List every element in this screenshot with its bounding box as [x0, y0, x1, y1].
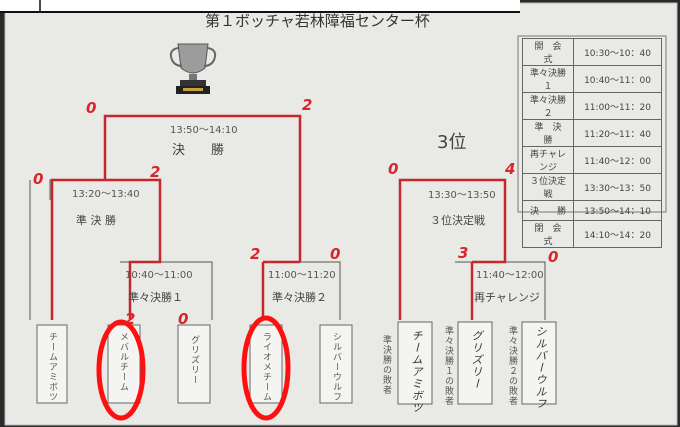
hand-team-silver-wolf: シルバーウルフ	[534, 326, 547, 410]
qf1-label: 準々決勝１	[128, 291, 183, 304]
semi-score-left: 0	[33, 170, 44, 188]
header-strip	[0, 0, 520, 12]
qf2-score-left: 2	[250, 245, 261, 263]
final-score-right: 2	[302, 96, 313, 114]
team-boxes	[36, 321, 557, 405]
challenge-time: 11:40～12:00	[476, 270, 544, 281]
hand-team-ami-botsu: チームアミボツ	[410, 330, 423, 414]
schedule-event: 再チャレンジ	[522, 146, 574, 174]
slot-qf1-loser: 準々決勝１の敗者	[443, 326, 453, 406]
challenge-label: 再チャレンジ	[474, 291, 540, 304]
highlight-mebaru	[96, 319, 146, 421]
schedule-event: 準 決 勝	[522, 119, 574, 147]
team-grizzly: グリズリー	[189, 335, 199, 385]
winner-paths	[50, 114, 507, 320]
qf1-score-right: 0	[178, 310, 189, 328]
schedule-event: 準々決勝１	[522, 65, 574, 93]
tournament-title: 第１ボッチャ若林障福センター杯	[205, 12, 430, 30]
qf1-score-left: 2	[125, 310, 136, 328]
slot-semi-loser: 準決勝の敗者	[381, 335, 391, 395]
schedule-time: 11:40～12：00	[573, 146, 662, 174]
challenge-score-left: 3	[458, 244, 469, 262]
third-score-left: 0	[388, 160, 399, 178]
challenge-score-right: 0	[548, 248, 559, 266]
schedule-time: 11:20～11：40	[573, 119, 662, 147]
schedule-time: 10:40～11：00	[573, 65, 662, 93]
qf2-time: 11:00～11:20	[268, 270, 336, 281]
schedule-time: 13:30～13：50	[573, 173, 662, 201]
trophy-icon	[169, 43, 217, 94]
schedule-time: 10:30～10：40	[573, 38, 662, 66]
schedule-time: 13:50～14：10	[573, 200, 662, 221]
semi-label: 準 決 勝	[76, 214, 116, 227]
semi-score-right: 2	[150, 163, 161, 181]
final-score-left: 0	[86, 99, 97, 117]
schedule-event: 決 勝	[522, 200, 574, 221]
qf2-score-right: 0	[330, 245, 341, 263]
final-label: 決 勝	[172, 143, 225, 158]
team-ami-botsu: チームアミボツ	[47, 332, 57, 402]
qf1-time: 10:40～11:00	[125, 270, 193, 281]
schedule-event: 閉 会 式	[522, 220, 574, 248]
schedule-event: 準々決勝２	[522, 92, 574, 120]
semi-time: 13:20～13:40	[72, 189, 140, 200]
slot-qf2-loser: 準々決勝２の敗者	[507, 326, 517, 406]
highlight-raio	[241, 315, 291, 421]
third-label: ３位決定戦	[430, 214, 485, 227]
schedule-time: 11:00～11：20	[573, 92, 662, 120]
team-silver-wolf: シルバーウルフ	[331, 332, 341, 402]
schedule-event: ３位決定戦	[522, 173, 574, 201]
hand-team-grizzly: グリズリー	[470, 330, 483, 390]
schedule-time: 14:10～14：20	[573, 220, 662, 248]
third-score-right: 4	[505, 160, 516, 178]
final-time: 13:50～14:10	[170, 125, 238, 136]
qf2-label: 準々決勝２	[272, 291, 327, 304]
schedule-event: 開 会 式	[522, 38, 574, 66]
team-mebaru: メバルチーム	[118, 332, 128, 392]
team-raio-me: ライオメチーム	[261, 332, 271, 402]
third-time: 13:30～13:50	[428, 190, 496, 201]
third-place-heading: 3位	[437, 132, 467, 153]
